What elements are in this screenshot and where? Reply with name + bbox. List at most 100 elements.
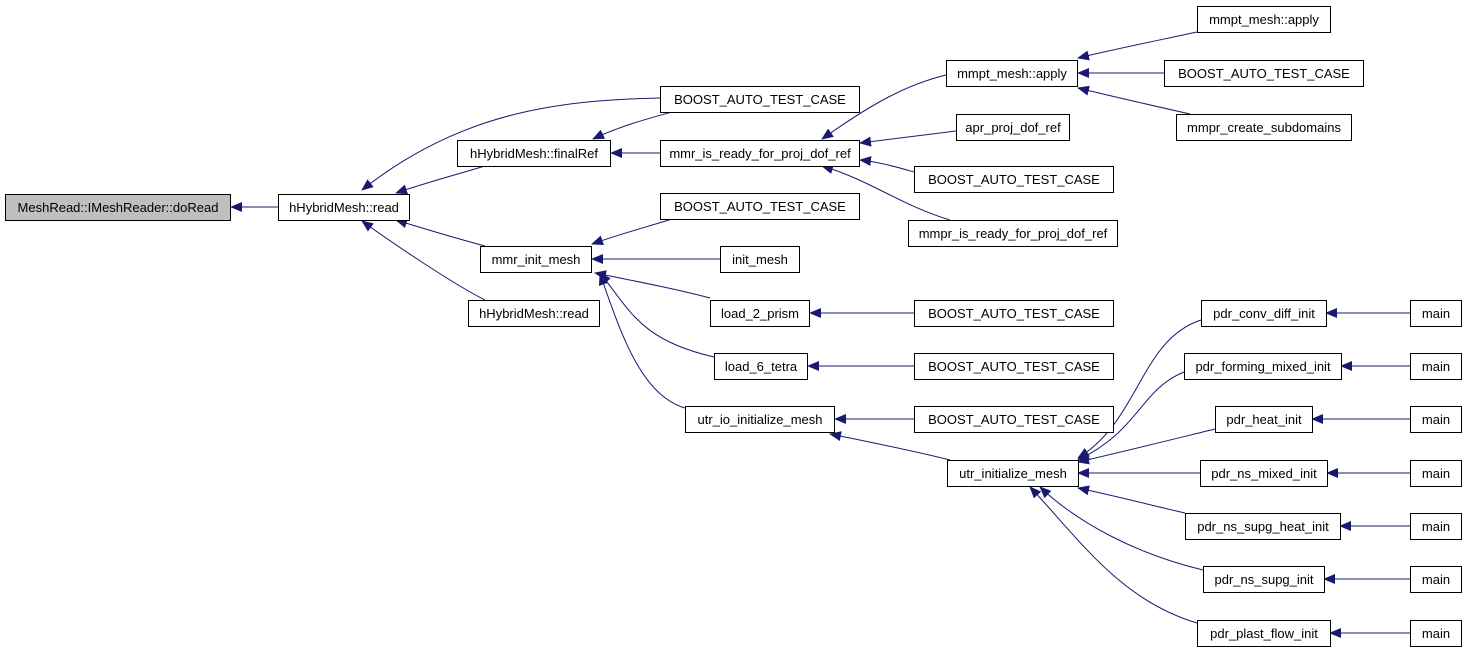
node-label: utr_io_initialize_mesh [697, 412, 822, 427]
node-label: pdr_ns_mixed_init [1211, 466, 1317, 481]
node-n17[interactable]: BOOST_AUTO_TEST_CASE [914, 300, 1114, 327]
node-box[interactable] [1410, 620, 1462, 647]
node-n25[interactable]: pdr_forming_mixed_init [1184, 353, 1342, 380]
node-label: mmr_is_ready_for_proj_dof_ref [669, 146, 851, 161]
node-box[interactable] [1176, 114, 1352, 141]
node-n34[interactable]: main [1410, 566, 1462, 593]
node-n31[interactable]: pdr_ns_supg_heat_init [1185, 513, 1341, 540]
node-label: BOOST_AUTO_TEST_CASE [1178, 66, 1350, 81]
node-n1[interactable]: hHybridMesh::read [278, 194, 410, 221]
node-box[interactable] [1203, 566, 1325, 593]
node-box[interactable] [1201, 300, 1327, 327]
node-n35[interactable]: pdr_plast_flow_init [1197, 620, 1331, 647]
node-box[interactable] [1184, 353, 1342, 380]
node-n6[interactable]: mmr_is_ready_for_proj_dof_ref [660, 140, 860, 167]
node-box[interactable] [1215, 406, 1313, 433]
node-box[interactable] [914, 166, 1114, 193]
node-n15[interactable]: init_mesh [720, 246, 800, 273]
node-n20[interactable]: utr_io_initialize_mesh [685, 406, 835, 433]
node-box[interactable] [714, 353, 808, 380]
node-box[interactable] [1185, 513, 1341, 540]
node-label: main [1422, 626, 1450, 641]
node-box[interactable] [1410, 513, 1462, 540]
node-box[interactable] [457, 140, 611, 167]
node-n7[interactable]: mmpt_mesh::apply [946, 60, 1078, 87]
edge-n13-to-n6 [821, 164, 951, 221]
node-box[interactable] [956, 114, 1070, 141]
node-box[interactable] [914, 406, 1114, 433]
node-n16[interactable]: load_2_prism [710, 300, 810, 327]
node-n23[interactable]: pdr_conv_diff_init [1201, 300, 1327, 327]
node-label: utr_initialize_mesh [959, 466, 1067, 481]
node-box[interactable] [1197, 620, 1331, 647]
node-label: mmpt_mesh::apply [957, 66, 1067, 81]
node-n27[interactable]: pdr_heat_init [1215, 406, 1313, 433]
node-box[interactable] [720, 246, 800, 273]
node-n22[interactable]: utr_initialize_mesh [947, 460, 1079, 487]
node-box[interactable] [278, 194, 410, 221]
node-box[interactable] [480, 246, 592, 273]
node-box[interactable] [1410, 566, 1462, 593]
node-box[interactable] [1410, 406, 1462, 433]
node-n29[interactable]: pdr_ns_mixed_init [1200, 460, 1328, 487]
node-box[interactable] [468, 300, 600, 327]
edge-n5-to-n1 [361, 220, 486, 301]
node-n30[interactable]: main [1410, 460, 1462, 487]
node-n36[interactable]: main [1410, 620, 1462, 647]
node-box[interactable] [947, 460, 1079, 487]
node-n10[interactable]: mmpr_create_subdomains [1176, 114, 1352, 141]
node-label: main [1422, 572, 1450, 587]
node-n33[interactable]: pdr_ns_supg_init [1203, 566, 1325, 593]
edge-n18-to-n4 [599, 272, 715, 358]
node-box[interactable] [908, 220, 1118, 247]
node-box[interactable] [1164, 60, 1364, 87]
node-n12[interactable]: BOOST_AUTO_TEST_CASE [914, 166, 1114, 193]
node-label: BOOST_AUTO_TEST_CASE [928, 306, 1100, 321]
node-label: mmpr_is_ready_for_proj_dof_ref [919, 226, 1108, 241]
node-box[interactable] [660, 140, 860, 167]
node-box[interactable] [685, 406, 835, 433]
node-n24[interactable]: main [1410, 300, 1462, 327]
node-box[interactable] [1200, 460, 1328, 487]
node-box[interactable] [1410, 300, 1462, 327]
node-box[interactable] [914, 300, 1114, 327]
node-n14[interactable]: BOOST_AUTO_TEST_CASE [660, 193, 860, 220]
node-n28[interactable]: main [1410, 406, 1462, 433]
node-label: MeshRead::IMeshReader::doRead [18, 200, 219, 215]
node-n32[interactable]: main [1410, 513, 1462, 540]
edge-n4-to-n1 [395, 218, 486, 247]
node-label: main [1422, 466, 1450, 481]
node-n21[interactable]: BOOST_AUTO_TEST_CASE [914, 406, 1114, 433]
node-n26[interactable]: main [1410, 353, 1462, 380]
node-box[interactable] [946, 60, 1078, 87]
node-label: load_6_tetra [725, 359, 798, 374]
node-n0[interactable]: MeshRead::IMeshReader::doRead [5, 194, 231, 221]
node-label: main [1422, 412, 1450, 427]
node-n3[interactable]: hHybridMesh::finalRef [457, 140, 611, 167]
node-n13[interactable]: mmpr_is_ready_for_proj_dof_ref [908, 220, 1118, 247]
node-box[interactable] [1197, 6, 1331, 33]
node-n5[interactable]: hHybridMesh::read [468, 300, 600, 327]
node-box[interactable] [660, 86, 860, 113]
node-label: pdr_conv_diff_init [1213, 306, 1315, 321]
node-label: mmr_init_mesh [492, 252, 581, 267]
node-box[interactable] [914, 353, 1114, 380]
node-box[interactable] [5, 194, 231, 221]
node-n11[interactable]: apr_proj_dof_ref [956, 114, 1070, 141]
node-box[interactable] [1410, 353, 1462, 380]
node-label: hHybridMesh::read [479, 306, 589, 321]
node-n19[interactable]: BOOST_AUTO_TEST_CASE [914, 353, 1114, 380]
node-label: mmpt_mesh::apply [1209, 12, 1319, 27]
node-n8[interactable]: mmpt_mesh::apply [1197, 6, 1331, 33]
node-box[interactable] [660, 193, 860, 220]
node-box[interactable] [1410, 460, 1462, 487]
node-n9[interactable]: BOOST_AUTO_TEST_CASE [1164, 60, 1364, 87]
node-label: BOOST_AUTO_TEST_CASE [674, 92, 846, 107]
node-label: BOOST_AUTO_TEST_CASE [674, 199, 846, 214]
node-n2[interactable]: BOOST_AUTO_TEST_CASE [660, 86, 860, 113]
node-label: main [1422, 519, 1450, 534]
node-box[interactable] [710, 300, 810, 327]
node-n18[interactable]: load_6_tetra [714, 353, 808, 380]
edge-n23-to-n22 [1077, 319, 1202, 459]
node-n4[interactable]: mmr_init_mesh [480, 246, 592, 273]
